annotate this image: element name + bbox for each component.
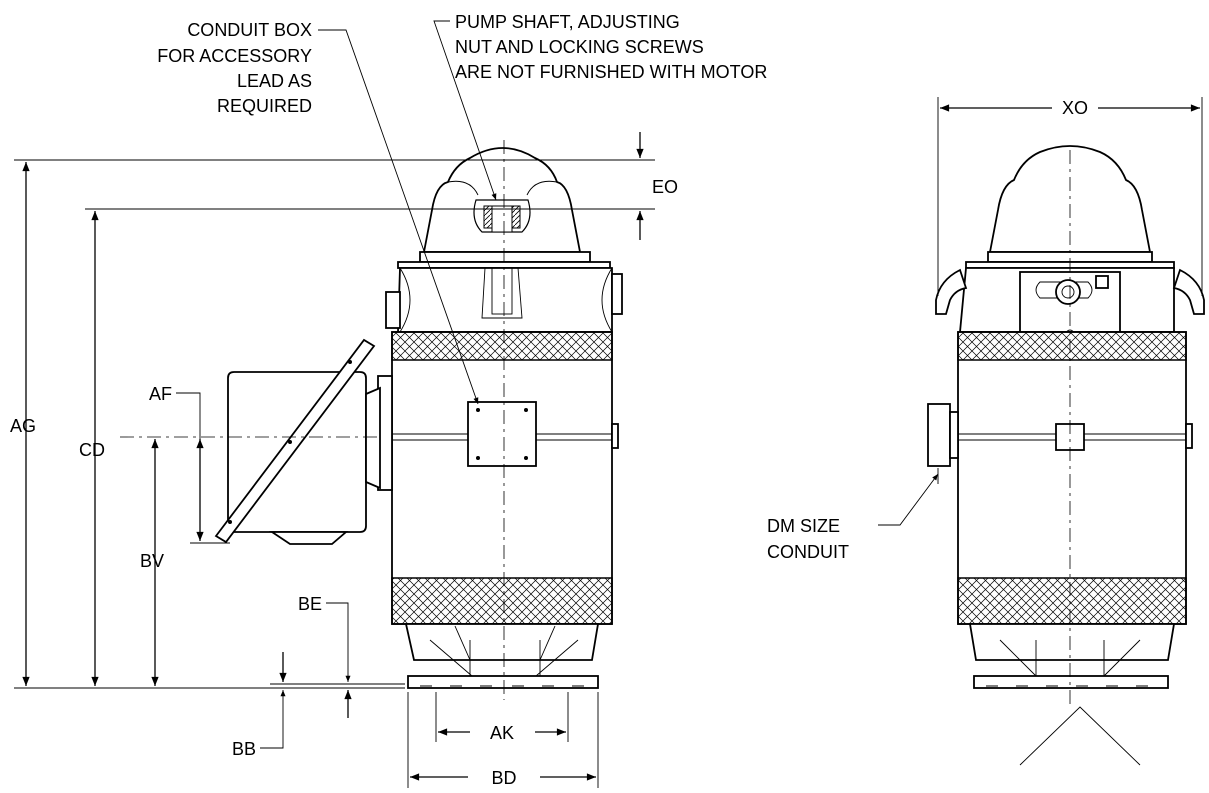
conduit-box-plate <box>467 401 537 467</box>
dim-bv-label: BV <box>140 551 164 571</box>
conduit-box-callout-line3: LEAD AS <box>237 71 312 91</box>
dim-cd-label: CD <box>79 440 105 460</box>
dim-bd-label: BD <box>491 768 516 788</box>
front-view-motor <box>377 147 623 689</box>
side-motor-frame <box>957 331 1187 625</box>
lower-band <box>391 577 613 625</box>
dim-xo-label: XO <box>1062 98 1088 118</box>
pump-shaft-callout-line2: NUT AND LOCKING SCREWS <box>455 37 704 57</box>
base-plate <box>407 675 599 689</box>
conduit-box-cover <box>214 338 376 544</box>
pump-shaft-leader <box>433 20 497 201</box>
conduit-box-callout-line1: CONDUIT BOX <box>187 20 312 40</box>
side-view-motor <box>927 145 1205 689</box>
dm-conduit-callout-line1: DM SIZE <box>767 516 840 536</box>
upper-housing <box>397 267 613 333</box>
conduit-box-callout-line2: FOR ACCESSORY <box>157 46 312 66</box>
dim-ag-label: AG <box>10 416 36 436</box>
side-conduit-box <box>214 338 381 545</box>
dm-conduit-leader <box>878 473 939 526</box>
motor-frame <box>391 331 613 625</box>
dim-eo-label: EO <box>652 177 678 197</box>
lifting-lug-right <box>1172 268 1205 315</box>
dim-bb-label: BB <box>232 739 256 759</box>
pump-shaft-callout-line3: ARE NOT FURNISHED WITH MOTOR <box>455 62 767 82</box>
dim-be-leader <box>326 602 351 682</box>
top-flange <box>419 251 591 263</box>
lifting-lug-left <box>935 268 968 315</box>
conduit-box-callout-line4: REQUIRED <box>217 96 312 116</box>
conduit-box-leader <box>318 29 479 405</box>
upper-band <box>391 331 613 361</box>
side-conduit-connector <box>927 403 951 467</box>
side-base-plate <box>973 675 1169 689</box>
dim-be-label: BE <box>298 594 322 614</box>
dim-bb-leader <box>260 690 286 749</box>
pump-shaft-callout-line1: PUMP SHAFT, ADJUSTING <box>455 12 680 32</box>
dim-af-label: AF <box>149 384 172 404</box>
dim-ak-label: AK <box>490 723 514 743</box>
dm-conduit-callout-line2: CONDUIT <box>767 542 849 562</box>
view-arrow <box>1019 706 1141 766</box>
